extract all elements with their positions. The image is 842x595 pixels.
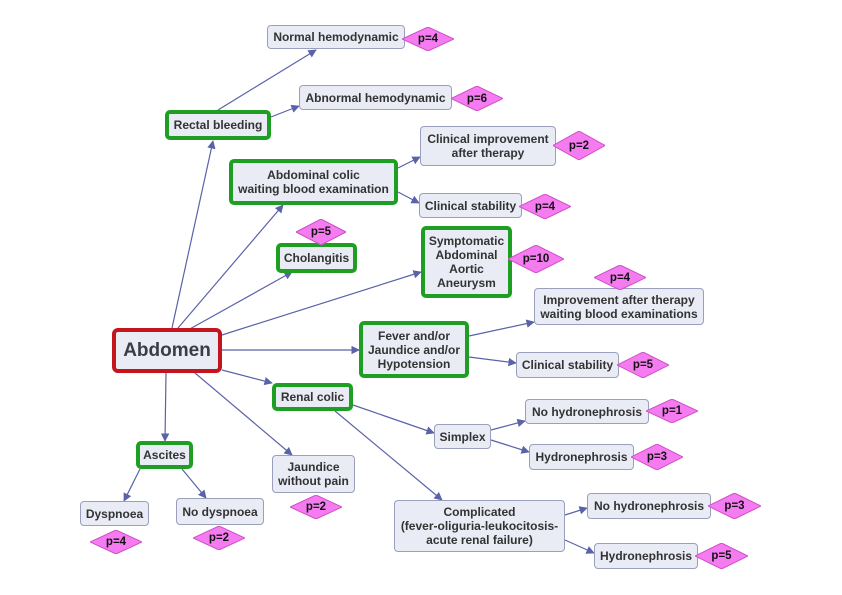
arrow-simplex-to-hydronephrosis	[490, 439, 530, 454]
node-aneurysm: Symptomatic Abdominal Aortic Aneurysm	[421, 226, 512, 298]
badge-clinical-improvement: p=2	[553, 131, 605, 160]
arrow-ascites-to-dyspnoea	[123, 468, 141, 502]
badge-no-hydronephrosis-2: p=3	[708, 493, 761, 519]
diamond-shape	[90, 530, 142, 554]
arrow-abdominal-colic-to-clinical-stability	[397, 191, 420, 204]
node-ascites: Ascites	[136, 441, 193, 469]
node-dyspnoea: Dyspnoea	[80, 501, 149, 526]
node-hydronephrosis-2: Hydronephrosis	[594, 543, 698, 569]
arrow-rectal-bleeding-to-normal-hemodynamic	[217, 49, 317, 111]
badge-label: p=4	[417, 33, 439, 45]
node-clinical-stability-2: Clinical stability	[516, 352, 619, 378]
arrow-complicated-to-no-hydronephrosis	[564, 506, 588, 516]
badge-label: p=2	[305, 501, 327, 513]
arrow-abdomen-to-ascites	[160, 372, 170, 442]
arrow-abdomen-to-jaundice	[194, 372, 293, 456]
diamond-shape	[695, 543, 748, 569]
node-clinical-stability-1: Clinical stability	[419, 193, 522, 218]
node-abdominal-colic: Abdominal colic waiting blood examinatio…	[229, 159, 398, 205]
badge-hydronephrosis-1: p=3	[631, 444, 683, 470]
diamond-shape	[402, 27, 454, 51]
badge-no-dyspnoea: p=2	[193, 526, 245, 550]
badge-dyspnoea: p=4	[90, 530, 142, 554]
badge-label: p=5	[310, 226, 332, 238]
badge-jaundice: p=2	[290, 495, 342, 519]
node-complicated: Complicated (fever-oliguria-leukocitosis…	[394, 500, 565, 552]
arrow-abdomen-to-abdominal-colic	[177, 204, 284, 329]
arrow-abdomen-to-renal-colic	[221, 369, 273, 386]
badge-improvement-after-therapy: p=4	[594, 265, 646, 290]
node-no-hydronephrosis-2: No hydronephrosis	[587, 493, 711, 519]
diamond-shape	[451, 86, 503, 111]
badge-no-hydronephrosis-1: p=1	[646, 399, 698, 423]
diamond-shape	[290, 495, 342, 519]
node-abdomen: Abdomen	[112, 328, 222, 373]
diamond-shape	[646, 399, 698, 423]
node-renal-colic: Renal colic	[272, 383, 353, 411]
badge-label: p=4	[105, 536, 127, 548]
badge-hydronephrosis-2: p=5	[695, 543, 748, 569]
node-improvement-after-therapy: Improvement after therapy waiting blood …	[534, 288, 704, 325]
node-jaundice: Jaundice without pain	[272, 455, 355, 493]
arrow-ascites-to-no-dyspnoea	[181, 468, 207, 499]
badge-clinical-stability-2: p=5	[617, 352, 669, 378]
badge-label: p=3	[724, 500, 745, 512]
badge-clinical-stability-1: p=4	[519, 194, 571, 219]
node-clinical-improvement: Clinical improvement after therapy	[420, 126, 556, 166]
arrow-abdomen-to-rectal-bleeding	[171, 140, 216, 329]
arrow-abdomen-to-aneurysm	[221, 270, 422, 336]
arrow-rectal-bleeding-to-abnormal-hemodynamic	[270, 104, 300, 118]
badge-aneurysm: p=10	[508, 245, 564, 273]
badge-label: p=4	[534, 200, 556, 213]
arrow-fever-to-improvement	[468, 319, 535, 337]
badge-cholangitis: p=5	[296, 219, 346, 245]
node-no-hydronephrosis-1: No hydronephrosis	[525, 399, 649, 424]
badge-label: p=10	[522, 253, 550, 265]
node-normal-hemodynamic: Normal hemodynamic	[267, 25, 405, 49]
arrow-fever-to-clinical-stability	[468, 356, 517, 367]
badge-label: p=1	[661, 405, 683, 417]
badge-label: p=6	[466, 92, 488, 105]
arrow-abdominal-colic-to-clinical-improvement	[397, 156, 421, 169]
diamond-shape	[193, 526, 245, 550]
diamond-shape	[553, 131, 605, 160]
diamond-shape	[594, 265, 646, 290]
diamond-shape	[508, 245, 564, 273]
badge-normal-hemodynamic: p=4	[402, 27, 454, 51]
diamond-shape	[296, 219, 346, 245]
badge-label: p=3	[646, 451, 668, 463]
badge-label: p=5	[632, 359, 654, 371]
badge-abnormal-hemodynamic: p=6	[451, 86, 503, 111]
node-simplex: Simplex	[434, 424, 491, 449]
node-cholangitis: Cholangitis	[276, 243, 357, 273]
badge-label: p=5	[711, 550, 732, 562]
diamond-shape	[617, 352, 669, 378]
node-abnormal-hemodynamic: Abnormal hemodynamic	[299, 85, 452, 110]
node-fever: Fever and/or Jaundice and/or Hypotension	[359, 321, 469, 378]
badge-label: p=4	[609, 271, 631, 284]
node-hydronephrosis-1: Hydronephrosis	[529, 444, 634, 470]
diamond-shape	[708, 493, 761, 519]
diamond-shape	[631, 444, 683, 470]
badge-label: p=2	[208, 532, 230, 544]
arrow-abdomen-to-cholangitis	[187, 271, 293, 331]
node-rectal-bleeding: Rectal bleeding	[165, 110, 271, 140]
arrow-renal-colic-to-simplex	[352, 404, 435, 435]
badge-label: p=2	[568, 139, 590, 152]
arrow-simplex-to-no-hydronephrosis	[490, 418, 526, 431]
arrow-renal-colic-to-complicated	[334, 410, 443, 501]
diamond-shape	[519, 194, 571, 219]
arrow-complicated-to-hydronephrosis	[564, 539, 595, 554]
node-no-dyspnoea: No dyspnoea	[176, 498, 264, 525]
